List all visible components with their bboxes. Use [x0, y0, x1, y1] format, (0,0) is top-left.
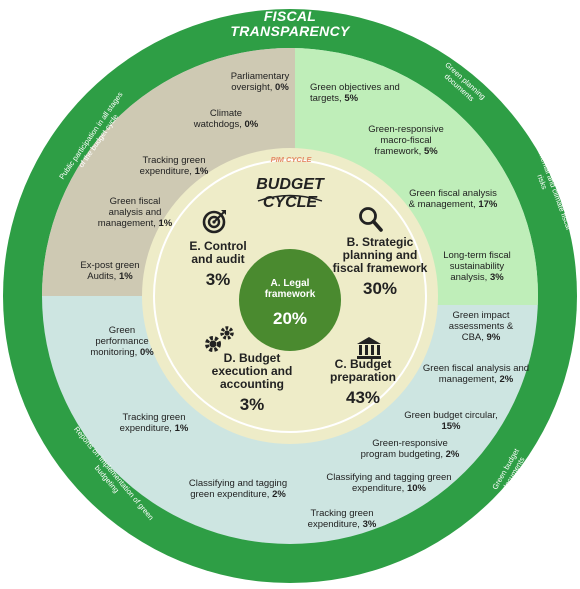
item-program-budgeting: Green-responsive program budgeting, 2%: [360, 438, 460, 460]
item-parliamentary-oversight: Parliamentary oversight, 0%: [220, 71, 300, 93]
item-pct: 5%: [344, 93, 359, 104]
item-text: Green-responsive program budgeting,: [360, 438, 448, 460]
item-text: Classifying and tagging green expenditur…: [326, 472, 452, 494]
item-text: Green budget circular,: [404, 410, 498, 421]
legal-framework-label: A. Legal framework: [264, 278, 316, 300]
legal-framework-core: [239, 249, 341, 351]
item-green-objectives: Green objectives and targets, 5%: [310, 82, 400, 104]
item-tracking-green-expenditure-execution: Tracking green expenditure, 1%: [108, 412, 200, 434]
item-green-impact-assessments: Green impact assessments & CBA, 9%: [440, 310, 522, 343]
budget-cycle-label: BUDGET CYCLE: [240, 176, 340, 212]
budget-cycle-arc: [257, 194, 323, 202]
item-macro-fiscal-framework: Green-responsive macro-fiscal framework,…: [356, 124, 456, 157]
item-pct: 17%: [478, 199, 498, 210]
item-green-fiscal-analysis-control: Green fiscal analysis and management, 1%: [92, 196, 178, 229]
item-green-fiscal-analysis-planning: Green fiscal analysis & management, 17%: [405, 188, 501, 210]
stage-budget-execution: D. Budget execution and accounting 3%: [207, 352, 297, 415]
item-pct: 0%: [139, 347, 154, 358]
pim-cycle-label: PIM CYCLE: [270, 155, 312, 164]
item-pct: 1%: [158, 218, 173, 229]
item-text: Green fiscal analysis & management,: [408, 188, 497, 210]
stage-control-audit: E. Control and audit 3%: [178, 240, 258, 290]
budget-cycle-line2: CYCLE: [262, 194, 318, 211]
legal-framework-pct: 20%: [272, 309, 308, 328]
fiscal-transparency-title: FISCAL TRANSPARENCY: [230, 8, 350, 39]
item-pct: 1%: [194, 166, 209, 177]
stage-strategic-planning-pct: 30%: [362, 279, 398, 298]
item-text: Green-responsive macro-fiscal framework,: [368, 124, 444, 157]
item-text: Parliamentary oversight,: [230, 71, 290, 93]
stage-budget-execution-label: D. Budget execution and accounting: [211, 351, 293, 391]
target-icon: [202, 210, 226, 234]
item-classifying-tagging-preparation: Classifying and tagging green expenditur…: [324, 472, 454, 494]
item-text: Classifying and tagging green expenditur…: [188, 478, 288, 500]
item-text: Green impact assessments & CBA,: [448, 310, 514, 343]
item-pct: 2%: [499, 374, 514, 385]
item-text: Climate watchdogs,: [193, 108, 243, 130]
item-text: Long-term fiscal sustainability analysis…: [443, 250, 511, 283]
item-text: Green fiscal analysis and management,: [422, 363, 530, 385]
item-tracking-green-expenditure-preparation: Tracking green expenditure, 3%: [302, 508, 382, 530]
item-pct: 10%: [406, 483, 426, 494]
item-climate-watchdogs: Climate watchdogs, 0%: [186, 108, 266, 130]
item-text: Tracking green expenditure,: [307, 508, 374, 530]
item-green-budget-circular: Green budget circular, 15%: [396, 410, 506, 432]
item-classifying-tagging-execution: Classifying and tagging green expenditur…: [180, 478, 296, 500]
item-pct: 0%: [244, 119, 259, 130]
item-pct: 5%: [423, 146, 438, 157]
bank-building-icon: [357, 337, 381, 359]
stage-strategic-planning: B. Strategic planning and fiscal framewo…: [330, 236, 430, 299]
item-pct: 2%: [272, 489, 286, 500]
item-ex-post-green-audits: Ex-post green Audits, 1%: [70, 260, 150, 282]
item-pct: 0%: [275, 82, 289, 93]
stage-strategic-planning-label: B. Strategic planning and fiscal framewo…: [332, 235, 428, 275]
budget-cycle-line1: BUDGET: [256, 176, 324, 193]
item-long-term-sustainability: Long-term fiscal sustainability analysis…: [432, 250, 522, 283]
magnifier-icon: [359, 207, 383, 232]
budget-cycle-ring-outline: [153, 159, 427, 433]
item-pct: 15%: [441, 421, 461, 432]
item-pct: 1%: [118, 271, 133, 282]
stage-budget-preparation: C. Budget preparation 43%: [318, 358, 408, 408]
item-text: Green fiscal analysis and management,: [97, 196, 162, 229]
stage-control-audit-label: E. Control and audit: [189, 239, 247, 266]
item-green-fiscal-analysis-preparation: Green fiscal analysis and management, 2%: [420, 363, 532, 385]
item-pct: 3%: [489, 272, 504, 283]
item-pct: 9%: [486, 332, 501, 343]
item-green-performance-monitoring: Green performance monitoring, 0%: [82, 325, 162, 358]
item-pct: 3%: [362, 519, 377, 530]
item-pct: 1%: [174, 423, 189, 434]
item-pct: 2%: [445, 449, 460, 460]
item-text: Tracking green expenditure,: [139, 155, 206, 177]
item-text: Ex-post green Audits,: [80, 260, 140, 282]
item-text: Tracking green expenditure,: [119, 412, 186, 434]
item-tracking-green-expenditure-control: Tracking green expenditure, 1%: [126, 155, 222, 177]
item-text: Green objectives and targets,: [310, 82, 400, 104]
stage-budget-preparation-label: C. Budget preparation: [329, 357, 396, 384]
stage-control-audit-pct: 3%: [205, 270, 231, 289]
stage-budget-preparation-pct: 43%: [345, 388, 381, 407]
stage-budget-execution-pct: 3%: [239, 395, 265, 414]
gears-icon: [205, 326, 234, 352]
item-text: Green performance monitoring,: [90, 325, 149, 358]
